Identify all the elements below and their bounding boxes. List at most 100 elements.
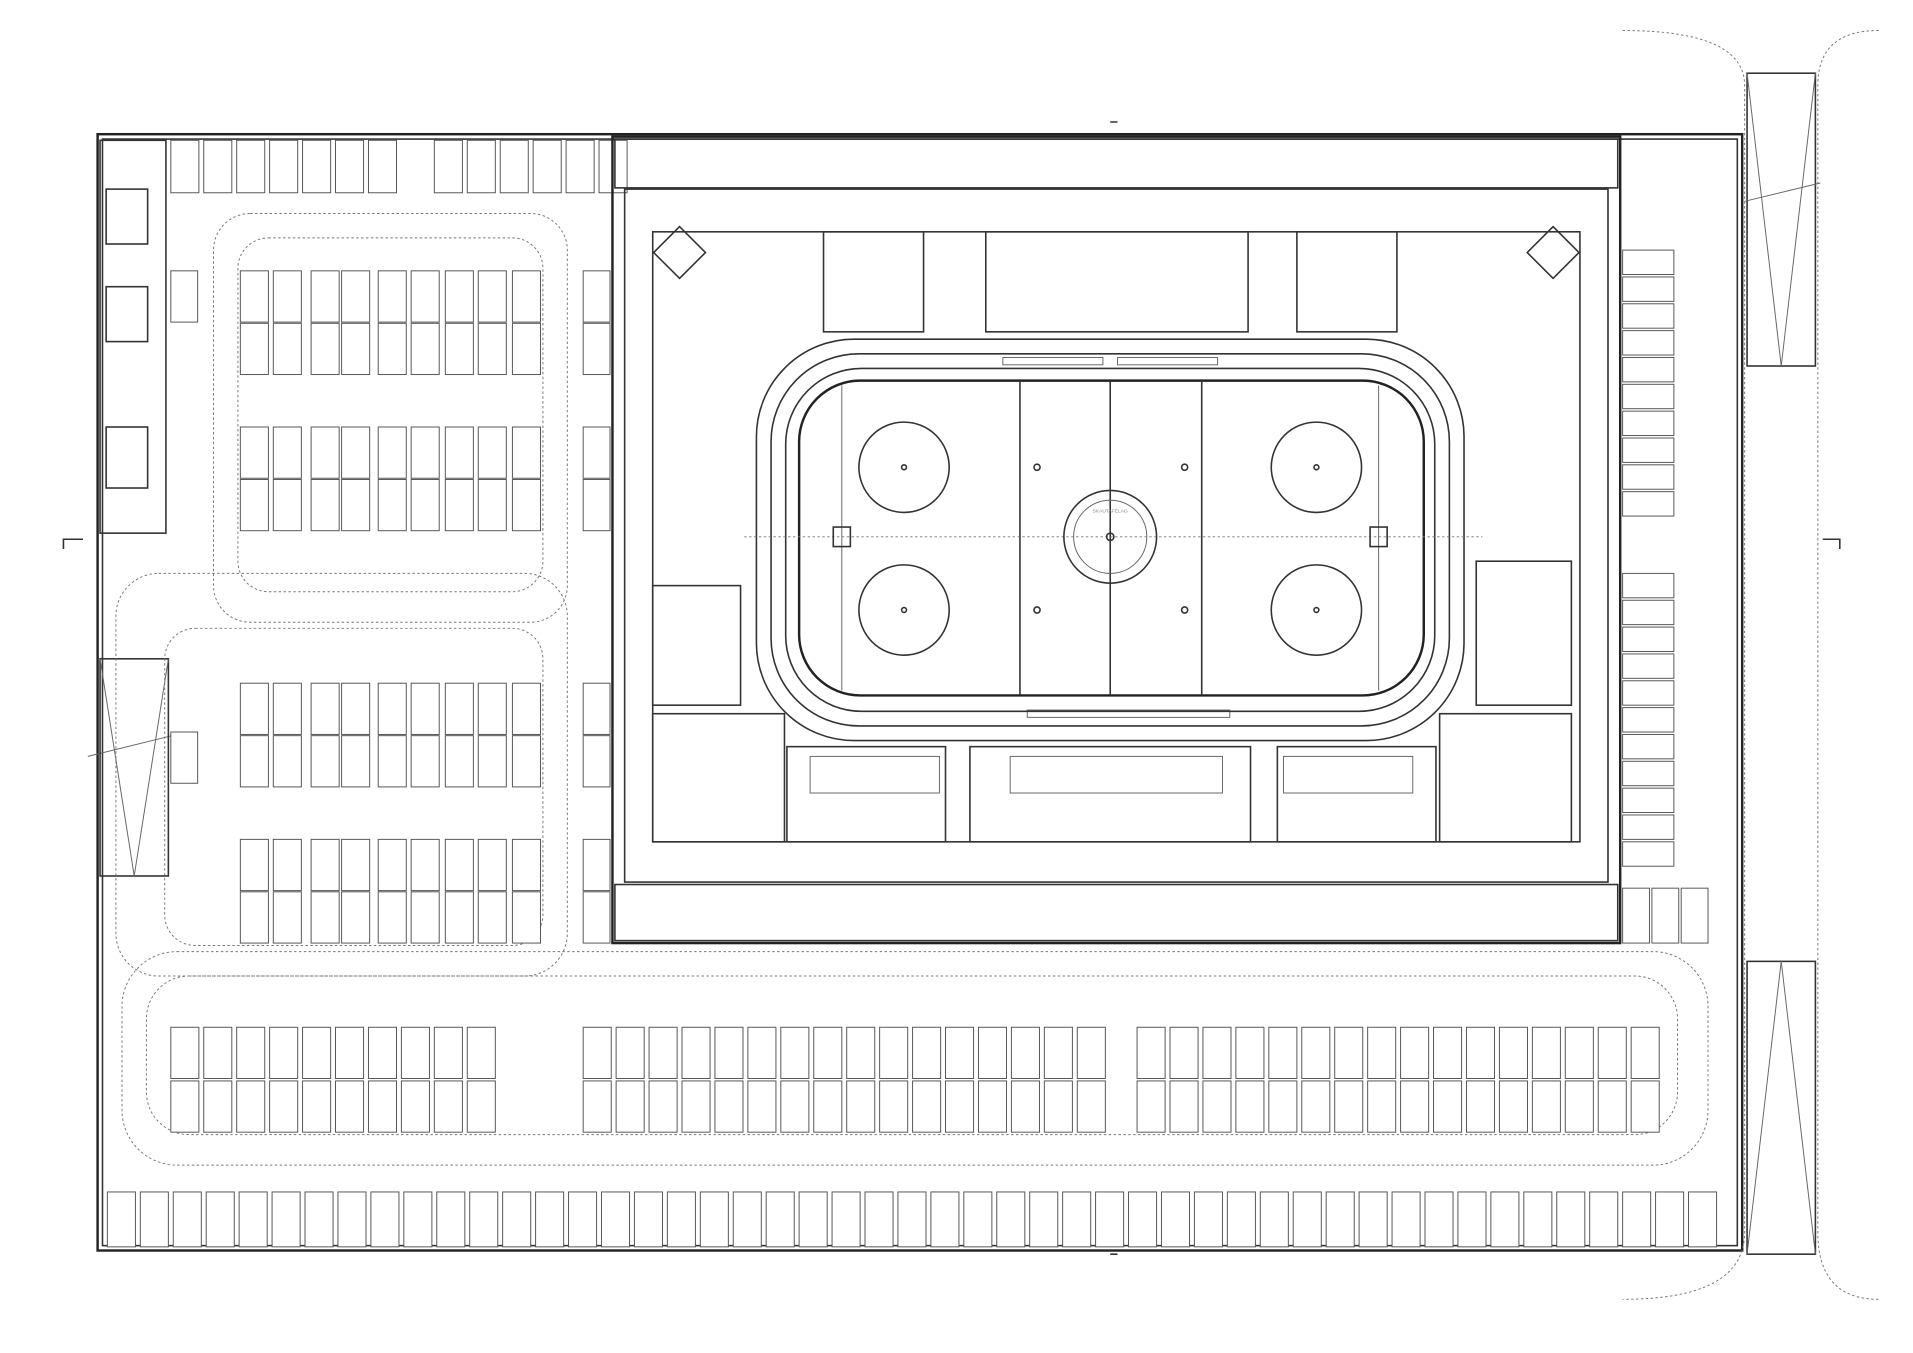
room [651,712,786,843]
parking-stall [1259,1191,1289,1248]
parking-stall [511,891,541,944]
parking-stall [341,891,371,944]
parking-stall [377,478,407,532]
goal [1369,526,1388,548]
parking-stall [582,682,611,735]
parking-stall [377,735,407,788]
parking-stall [897,1191,927,1248]
parking-stall [1457,1191,1487,1248]
parking-stall [1235,1080,1265,1133]
ramp-line [1780,961,1816,1255]
parking-stall [272,478,302,532]
parking-stall [410,478,440,532]
parking-stall [846,1026,876,1079]
parking-stall [410,735,440,788]
parking-stall [477,426,507,479]
faceoff-circle [1270,564,1363,656]
parking-stall [1597,1080,1627,1133]
parking-stall [337,1191,367,1248]
parking-stall [1076,1080,1106,1133]
parking-stall [367,139,397,194]
parking-stall [302,1026,332,1079]
parking-stall [1334,1026,1364,1079]
parking-stall [341,735,371,788]
parking-stall [582,270,611,323]
parking-stall [1622,464,1675,490]
parking-stall [1622,410,1675,437]
faceoff-circle [858,564,950,656]
parking-stall [236,1080,266,1133]
parking-stall [582,426,611,479]
room [822,231,925,333]
parking-stall [236,1026,266,1079]
parking-stall [1400,1026,1430,1079]
parking-stall [310,735,340,788]
parking-stall [1680,887,1709,944]
parking-stall [269,1026,299,1079]
parking-stall [377,322,407,376]
parking-stall [310,682,340,735]
parking-stall [747,1080,777,1133]
parking-stall [582,1026,612,1079]
parking-stall [633,1191,663,1248]
parking-stall [1622,383,1675,410]
bench [1117,356,1219,366]
parking-stall [341,682,371,735]
driveway-loop [121,951,1709,1166]
parking-stall [1622,276,1675,302]
parking-stall [302,1080,332,1133]
parking-stall [400,1026,430,1079]
parking-stall [1043,1080,1073,1133]
parking-stall [1062,1191,1092,1248]
parking-stall [477,322,507,376]
parking-stall [1010,1026,1040,1079]
parking-stall [1523,1191,1553,1248]
parking-stall [1367,1080,1397,1133]
parking-stall [582,322,611,376]
driveway-loop [237,237,544,593]
parking-stall [341,270,371,323]
locker-room [786,745,947,843]
parking-stall [1622,249,1675,275]
parking-stall [879,1080,909,1133]
parking-stall [170,1080,200,1133]
parking-stall [370,1191,400,1248]
parking-stall [335,1026,365,1079]
parking-stall [977,1026,1008,1079]
room [105,426,149,489]
parking-stall [582,735,611,788]
parking-stall [239,426,269,479]
parking-stall [600,1191,631,1248]
parking-stall [400,1080,430,1133]
parking-stall [410,426,440,479]
parking-stall [377,838,407,892]
parking-stall [511,426,541,479]
parking-stall [648,1080,678,1133]
parking-stall [1622,572,1675,599]
parking-stall [565,139,595,194]
parking-stall [203,1026,233,1079]
parking-stall [1136,1080,1166,1133]
parking-stall [170,731,199,784]
section-marks [62,121,1841,1255]
parking-stall [1367,1026,1397,1079]
parking-stall [1029,1191,1059,1248]
parking-stall [511,270,541,323]
parking-stall [1169,1026,1199,1079]
parking-stall [1622,787,1675,814]
parking-stall [302,139,332,194]
road-edge-right [1817,30,1879,1300]
section-line [87,733,178,757]
parking-stall [410,270,440,323]
arena-inner-wall [623,188,1609,883]
parking-stall [239,682,269,735]
parking-stall [341,838,371,892]
parking-stall [1128,1191,1158,1248]
parking-stall [499,139,529,194]
parking-stall [433,1080,463,1133]
faceoff-circle [858,421,950,514]
parking-stall [511,682,541,735]
stair-core [1526,225,1581,280]
parking-stall [879,1026,909,1079]
bench [1026,709,1231,718]
